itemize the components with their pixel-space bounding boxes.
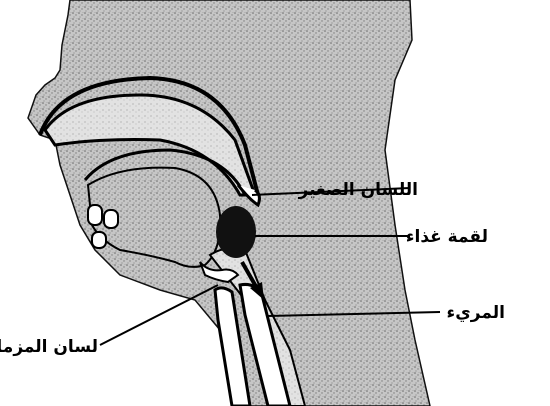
- label-esophagus: المريء: [447, 303, 505, 323]
- label-epiglottis: لسان المزمار: [0, 337, 98, 357]
- label-soft-palate: اللسان الصغير: [298, 180, 418, 200]
- food-bolus: [216, 206, 256, 258]
- label-food-bolus: لقمة غذاء: [406, 227, 488, 247]
